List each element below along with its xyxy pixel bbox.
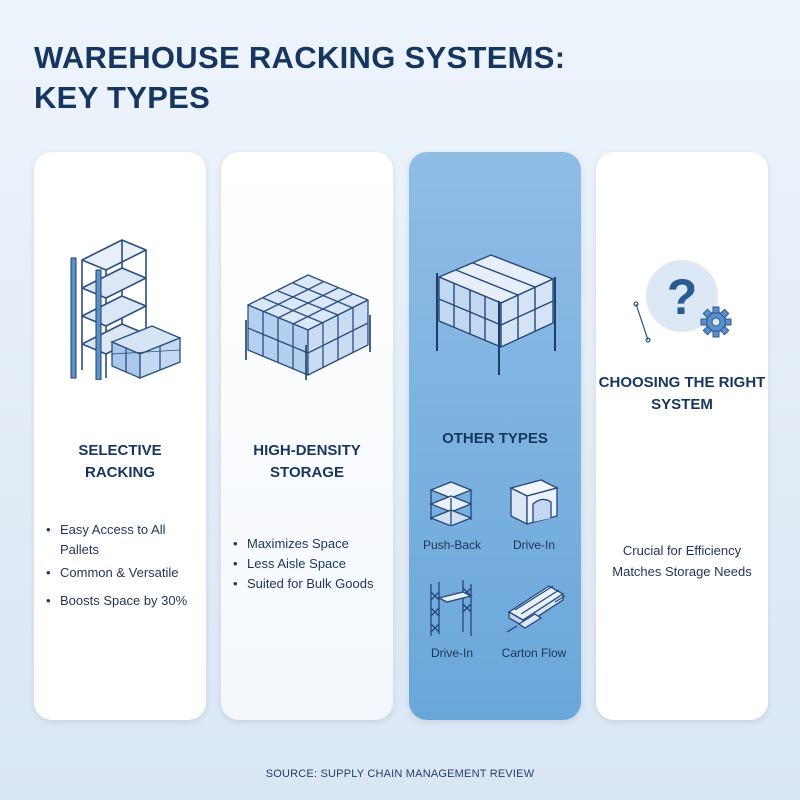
- card-title: OTHER TYPES: [442, 430, 548, 447]
- list-item: Suited for Bulk Goods: [233, 574, 373, 594]
- bullet-list: Maximizes Space Less Aisle Space Suited …: [233, 534, 373, 594]
- card-choosing-right-system: ? CHOOSING THE RIGHT SYSTEM Crucial for …: [596, 152, 768, 720]
- drive-in-rack-icon: [430, 580, 473, 636]
- other-types-rack-icon: [436, 254, 556, 375]
- source-footnote: SOURCE: SUPPLY CHAIN MANAGEMENT REVIEW: [265, 768, 535, 780]
- svg-text:?: ?: [667, 269, 698, 325]
- push-back-icon: [429, 481, 473, 526]
- card-high-density-storage: HIGH-DENSITY STORAGE Maximizes Space Les…: [221, 152, 393, 720]
- title-line-2: KEY TYPES: [34, 80, 211, 115]
- question-gear-icon: ?: [633, 260, 732, 343]
- card-title: HIGH-DENSITY STORAGE: [253, 442, 361, 481]
- list-item: Common & Versatile: [46, 563, 187, 583]
- sub-item-label: Drive-In: [512, 538, 555, 552]
- card-selective-racking: SELECTIVE RACKING Easy Access to All Pal…: [34, 152, 206, 720]
- list-item: Maximizes Space: [233, 534, 373, 554]
- card-title: SELECTIVE RACKING: [78, 442, 162, 481]
- page-title: WAREHOUSE RACKING SYSTEMS: KEY TYPES: [34, 38, 565, 118]
- list-item: Easy Access to All Pallets: [46, 520, 187, 560]
- carton-flow-icon: [506, 585, 566, 633]
- card-title: CHOOSING THE RIGHT SYSTEM: [598, 374, 766, 413]
- high-density-storage-icon: [245, 274, 371, 380]
- title-line-1: WAREHOUSE RACKING SYSTEMS:: [34, 40, 566, 75]
- drive-in-icon: [509, 479, 559, 526]
- selective-rack-icon: [70, 239, 182, 380]
- bullet-list: Easy Access to All Pallets Common & Vers…: [46, 520, 187, 611]
- card-other-types: OTHER TYPES Push-Back Drive-In Drive-In: [409, 152, 581, 720]
- list-item: Less Aisle Space: [233, 554, 373, 574]
- sub-item-label: Carton Flow: [501, 646, 567, 660]
- list-item: Boosts Space by 30%: [46, 591, 187, 611]
- sub-item-label: Push-Back: [422, 538, 482, 552]
- sub-item-label: Drive-In: [430, 646, 473, 660]
- description: Crucial for Efficiency Matches Storage N…: [612, 543, 752, 579]
